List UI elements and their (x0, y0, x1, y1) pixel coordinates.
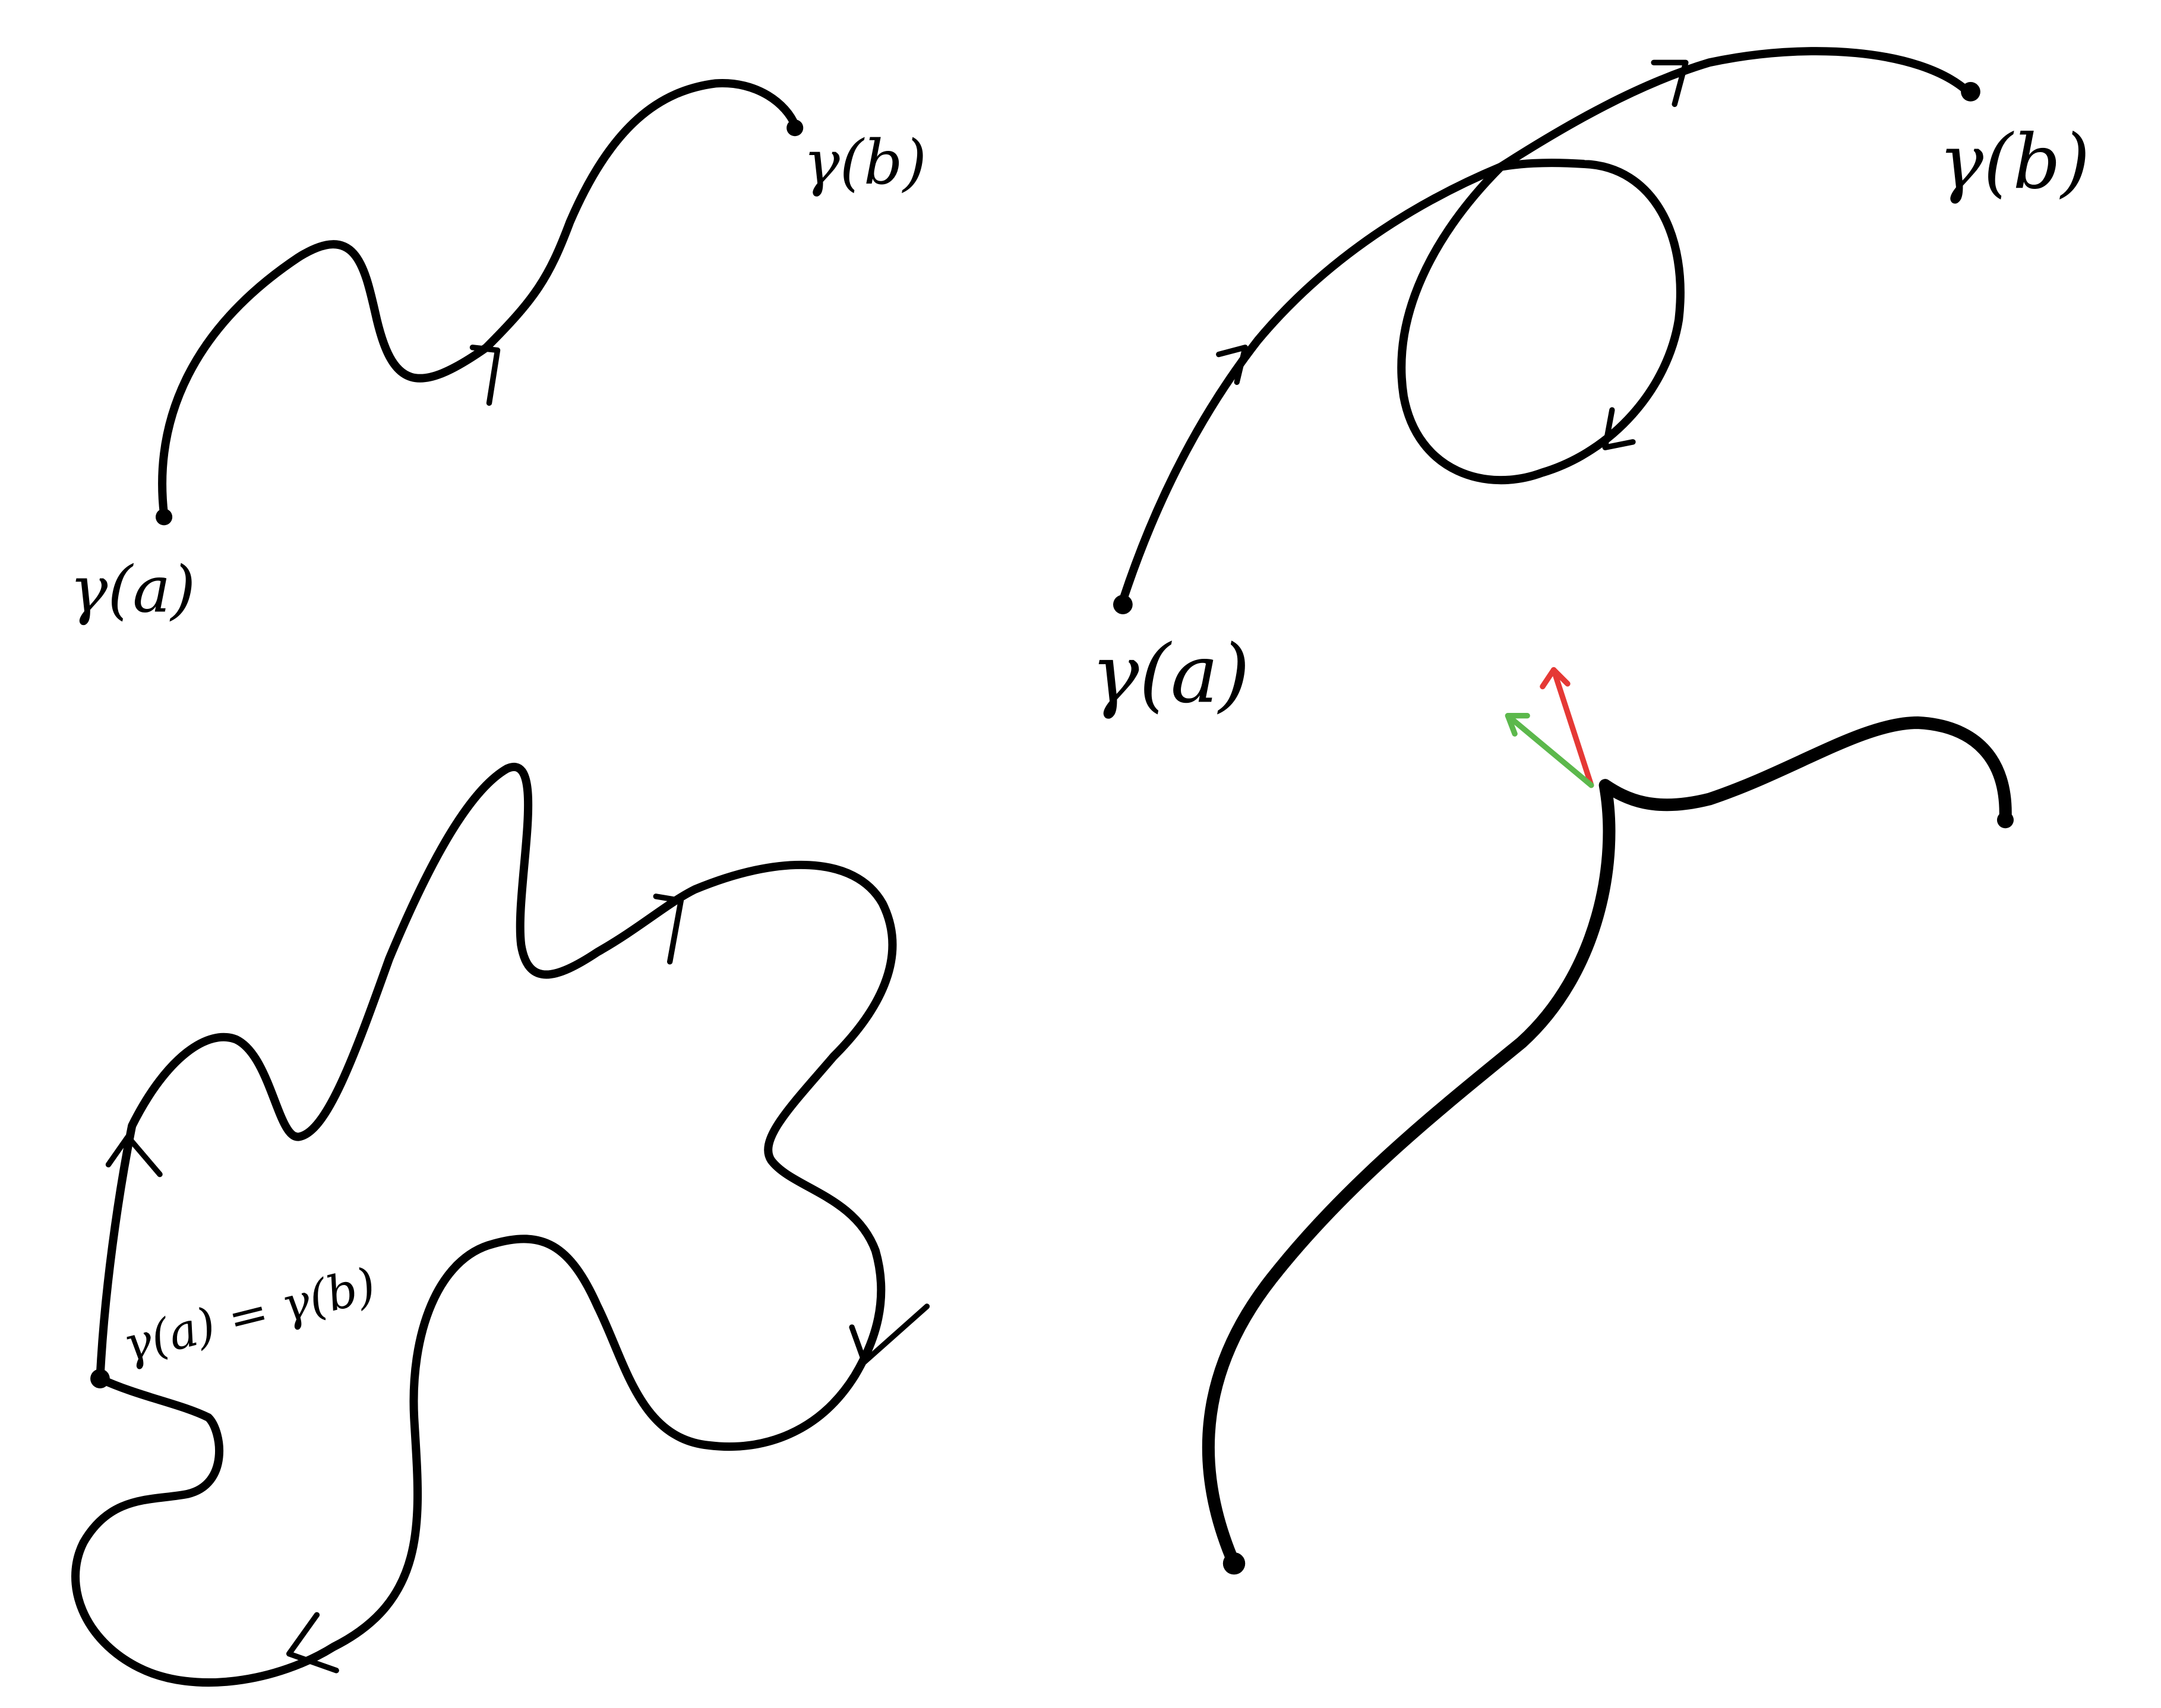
closed-loop-base-point (90, 1369, 110, 1388)
self-intersecting-start-label: γ(a) (1091, 627, 1250, 721)
closed-loop-arrow-1 (105, 1134, 163, 1177)
panel-closed-loop: γ(a) = γ(b) (71, 763, 930, 1687)
closed-loop-curve (71, 763, 897, 1687)
panel-cusp-path (1202, 667, 2014, 1575)
closed-loop-arrow-4 (286, 1612, 339, 1674)
closed-loop-arrow-2 (653, 894, 684, 965)
closed-loop-point-label: γ(a) = γ(b) (117, 1257, 381, 1373)
red-vector (1550, 667, 1594, 788)
self-intersecting-end-point (1961, 82, 1980, 102)
simple-path-start-label: γ(a) (69, 553, 195, 627)
red-vector-arrowhead (1540, 667, 1571, 690)
self-intersecting-arrow-3 (1602, 407, 1636, 450)
self-intersecting-start-point (1113, 595, 1133, 614)
closed-loop-arrow-3 (849, 1303, 930, 1365)
panel-simple-path: γ(a) γ(b) (69, 79, 927, 627)
self-intersecting-arrow-2 (1651, 59, 1689, 108)
green-vector (1505, 713, 1594, 788)
cusp-path-start-point (1222, 1552, 1246, 1575)
simple-path-arrowhead (469, 345, 501, 406)
self-intersecting-arrow-1 (1216, 345, 1248, 385)
self-intersecting-main-curve (1119, 47, 1971, 605)
simple-path-start-point (156, 509, 173, 526)
simple-path-end-point (786, 119, 804, 137)
self-intersecting-end-label: γ(b) (1939, 118, 2090, 206)
self-intersecting-loop (1397, 159, 1685, 485)
simple-path-curve (158, 79, 800, 519)
cusp-path-end-point (1996, 812, 2014, 829)
panel-self-intersecting-path: γ(a) γ(b) (1091, 47, 2090, 721)
simple-path-end-label: γ(b) (803, 127, 927, 198)
green-vector-arrowhead (1505, 713, 1530, 737)
cusp-path-curve (1202, 716, 2012, 1570)
